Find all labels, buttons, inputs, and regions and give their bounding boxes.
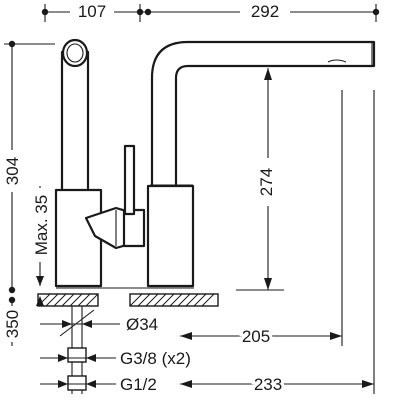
dim-205: 205 bbox=[242, 327, 270, 346]
dim-max-35: Max. 35 bbox=[32, 195, 51, 255]
dim-diameter-34: Ø34 bbox=[126, 315, 158, 334]
dim-107: 107 bbox=[78, 2, 106, 21]
dim-205-line: 205 bbox=[180, 324, 342, 349]
dim-304: 304 bbox=[3, 157, 22, 185]
spout-height-dimension: 274 bbox=[236, 68, 284, 291]
dim-292: 292 bbox=[251, 2, 279, 21]
connection-hoses bbox=[59, 306, 95, 394]
dim-274: 274 bbox=[257, 168, 276, 196]
top-dimension: 107 292 bbox=[41, 1, 380, 22]
countertop bbox=[37, 287, 219, 307]
faucet-body bbox=[54, 38, 376, 288]
dim-g-1-2: G1/2 bbox=[120, 375, 157, 394]
dim-g-3-8: G3/8 (x2) bbox=[120, 349, 191, 368]
connection-small-dimension: G3/8 (x2) bbox=[40, 349, 191, 368]
outlet-guide-lines bbox=[341, 90, 375, 394]
connection-large-dimension: G1/2 233 bbox=[40, 372, 374, 397]
hole-diameter-dimension: Ø34 bbox=[40, 315, 158, 334]
dim-350: 350 bbox=[3, 310, 22, 338]
dim-233: 233 bbox=[254, 375, 282, 394]
left-dimensions: 304 Max. 35 350 bbox=[3, 40, 55, 346]
